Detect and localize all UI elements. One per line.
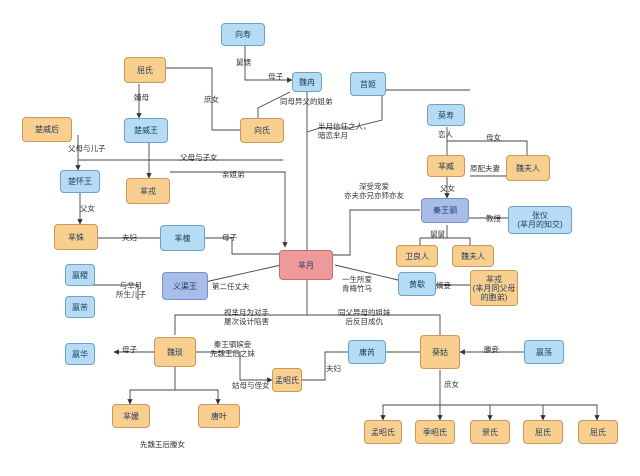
node-weichan: 魏冉 (292, 72, 322, 92)
node-qi-d: 屈氏 (523, 420, 563, 444)
label-e5: 庶女 (204, 95, 219, 104)
label-e3: 同母异父的姐弟 (280, 97, 333, 106)
label-e9: 亲姐弟 (222, 170, 245, 179)
label-e1: 舅甥 (236, 58, 251, 67)
node-qi-a: 孟昭氏 (364, 420, 402, 444)
node-qinwang: 秦王驷 (421, 198, 469, 223)
node-weiwang: 楚威王 (124, 118, 168, 143)
label-e28: 秦王驷嫔妾 先魏王后之妹 (210, 340, 255, 358)
label-e26: 同父异母的姐妹 后反目成仇 (338, 308, 391, 326)
node-weiying: 卫良人 (396, 245, 438, 267)
label-e13: 半月信任之人， 暗恋芈月 (318, 122, 371, 140)
node-maoshi: 芈槐 (160, 225, 205, 251)
node-huangxie2: 芈戎 (芈月同父母 的胞弟) (470, 270, 518, 306)
node-qi-b: 季昭氏 (415, 420, 455, 444)
node-mishu: 芈月 (279, 250, 333, 280)
node-hanhao: 黄歇 (398, 272, 436, 296)
label-e15: 母女 (486, 133, 501, 142)
label-e20: 舅舅 (430, 230, 445, 239)
label-e24: 嫡妾 (436, 281, 451, 290)
label-e4: 嫡母 (134, 93, 149, 102)
node-weixia: 魏夫人 (506, 155, 550, 181)
node-muzhi: 莫寿 (427, 104, 465, 126)
label-e11: 夫妇 (122, 233, 137, 242)
label-e23: 一生所爱 青梅竹马 (342, 275, 372, 293)
node-qufu: 屈氏 (124, 57, 166, 83)
node-yingji: 嬴芾 (65, 296, 95, 318)
label-e8: 父母与子女 (180, 153, 218, 162)
label-e27: 母子 (122, 345, 137, 354)
label-e10: 父女 (80, 204, 95, 213)
label-e22: 与芈月 所生儿子 (116, 281, 146, 299)
node-mi-zhi: 芈戎 (126, 178, 170, 204)
node-huaiwang: 楚怀王 (60, 170, 100, 193)
node-weihou: 楚威后 (22, 117, 72, 142)
node-yuqin: 芈媛 (112, 404, 150, 428)
label-e21: 第二任丈夫 (212, 282, 250, 291)
node-lao-b: 葵姑 (420, 335, 460, 369)
node-tang: 唐叶 (198, 404, 240, 428)
label-e16: 原配夫妻 (470, 164, 500, 173)
node-dianwen: 嬴稷 (65, 264, 95, 286)
label-e18: 深受宠爱 亦夫亦兄亦师亦友 (344, 182, 404, 200)
label-e19: 教授 (486, 214, 501, 223)
node-xiangshi: 向氏 (240, 118, 284, 143)
label-e25: 视芈月为对手 屡次设计陷害 (224, 308, 269, 326)
label-e32: 庶女 (444, 380, 459, 389)
node-xiaohou: 芈臧 (427, 155, 465, 177)
node-wu: 庸芮 (348, 340, 386, 364)
label-e29: 姑母与侄女 (232, 381, 270, 390)
node-weisan: 嬴华 (65, 343, 95, 365)
label-e7: 父母与儿子 (68, 144, 106, 153)
label-e17: 父女 (440, 184, 455, 193)
label-e30: 夫妇 (326, 364, 341, 373)
node-lao: 莒姬 (350, 72, 386, 96)
node-weifuren: 魏夫人 (452, 245, 494, 267)
node-jiajiao: 嬴荡 (524, 340, 564, 364)
node-zixi: 芈姝 (54, 224, 98, 250)
node-qi-e: 屈氏 (578, 420, 618, 444)
label-e12: 母子 (222, 233, 237, 242)
label-e33: 先魏王后媵女 (140, 440, 185, 449)
node-fashi: 魏琰 (154, 337, 196, 367)
label-e31: 媵妾 (484, 345, 499, 354)
node-mengzhao: 孟昭氏 (272, 368, 302, 392)
label-e2: 母子 (268, 72, 283, 81)
label-e14: 恋人 (438, 130, 453, 139)
node-xiangshou: 向寿 (221, 23, 265, 46)
node-yiqu: 义渠王 (162, 272, 208, 300)
node-zhangyi: 张仪 (芈月的知交) (508, 206, 572, 234)
node-qi-c: 景氏 (470, 420, 510, 444)
